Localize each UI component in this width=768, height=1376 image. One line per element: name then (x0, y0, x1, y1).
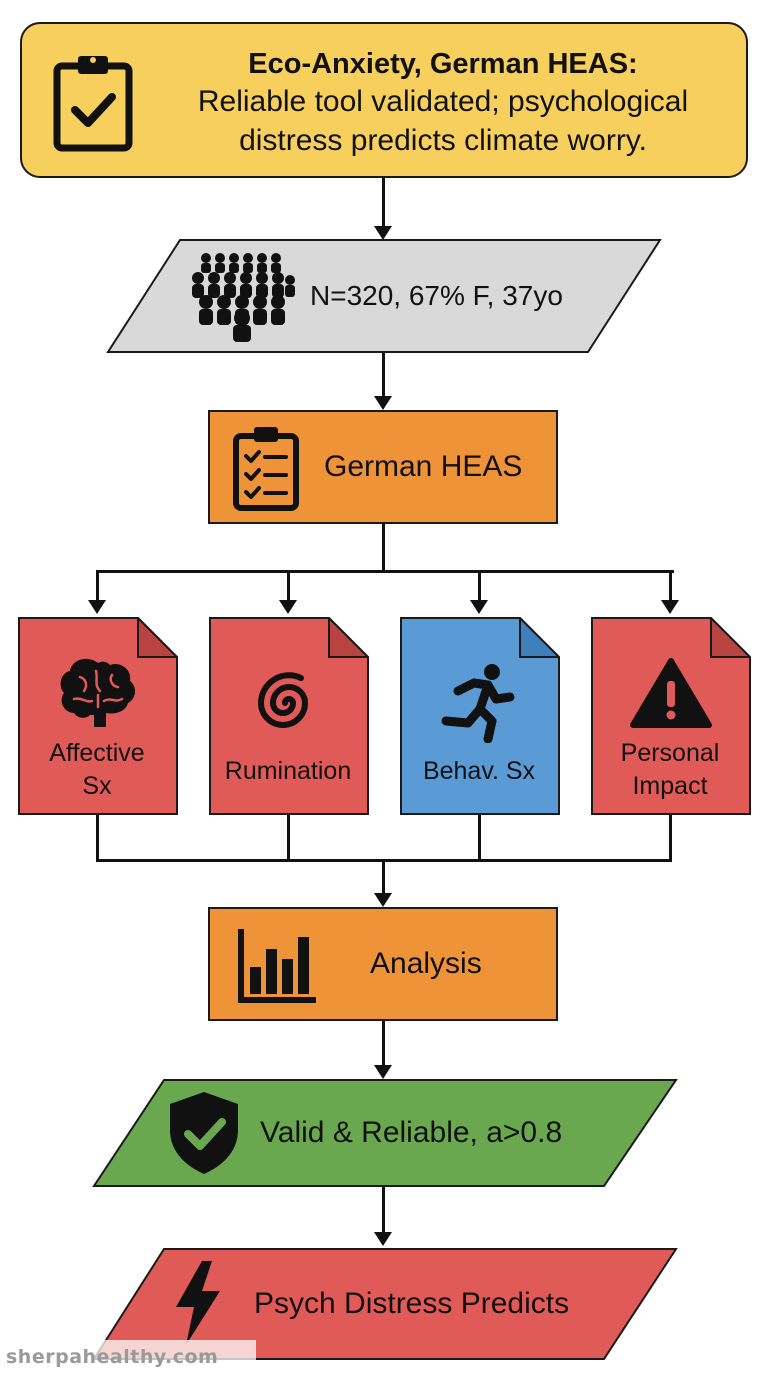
connector-split-bar (96, 570, 674, 573)
subscale-label-line-2: Sx (82, 771, 112, 800)
title-box: Eco-Anxiety, German HEAS: Reliable tool … (20, 22, 748, 178)
analysis-node: Analysis (208, 907, 558, 1021)
arrowhead (374, 893, 392, 907)
sample-label: N=320, 67% F, 37yo (310, 280, 563, 311)
arrowhead (374, 1065, 392, 1079)
connector-validity-predictor (382, 1186, 385, 1234)
subscale-personal-impact: Personal Impact (591, 617, 751, 815)
arrowhead (374, 1232, 392, 1246)
subscale-affective: Affective Sx (18, 617, 178, 815)
arrowhead (88, 600, 106, 614)
validity-node: Valid & Reliable, a>0.8 (92, 1078, 678, 1188)
subscale-label-line-1: Rumination (224, 757, 352, 785)
connector-instrument-split (382, 524, 385, 572)
connector-to-subscale-1 (96, 570, 99, 600)
subscale-label: Rumination (209, 755, 367, 788)
instrument-node: German HEAS (208, 410, 558, 524)
instrument-label: German HEAS (324, 450, 523, 483)
predictor-shape (92, 1248, 678, 1360)
connector-title-sample (382, 178, 385, 228)
crowd-icon (192, 253, 295, 342)
arrowhead (374, 226, 392, 240)
connector-to-subscale-3 (478, 570, 481, 600)
validity-shape (92, 1079, 678, 1187)
title-line-1: Reliable tool validated; psychological (197, 85, 689, 119)
connector-analysis-validity (382, 1019, 385, 1067)
subscale-rumination: Rumination (209, 617, 369, 815)
connector-to-subscale-4 (669, 570, 672, 600)
subscale-label-line-1: Personal (620, 739, 720, 767)
connector-to-subscale-2 (287, 570, 290, 600)
arrowhead (470, 600, 488, 614)
subscale-label-line-2: Impact (632, 771, 708, 800)
arrowhead (374, 396, 392, 410)
connector-from-subscale-3 (478, 813, 481, 861)
clipboard-check-icon (53, 56, 133, 152)
sample-node: N=320, 67% F, 37yo (106, 238, 662, 354)
subscale-label: Behav. Sx (400, 755, 558, 788)
bar-chart-icon (238, 929, 316, 1003)
shield-check-icon (170, 1092, 238, 1174)
brain-icon (60, 658, 136, 727)
connector-from-subscale-2 (287, 813, 290, 861)
arrowhead (279, 600, 297, 614)
warning-icon (630, 658, 712, 728)
connector-merge-analysis (382, 859, 385, 895)
title-line-2: distress predicts climate worry. (239, 123, 647, 157)
running-person-icon (441, 664, 515, 743)
spiral-icon (257, 672, 309, 728)
analysis-label: Analysis (370, 947, 482, 980)
subscale-label: Affective Sx (18, 737, 176, 802)
validity-label: Valid & Reliable, a>0.8 (260, 1116, 563, 1149)
title-heading: Eco-Anxiety, German HEAS: (248, 48, 638, 80)
document-shape (209, 617, 369, 815)
connector-from-subscale-1 (96, 813, 99, 861)
predictor-node: Psych Distress Predicts (92, 1247, 678, 1361)
predictor-label: Psych Distress Predicts (254, 1287, 570, 1320)
lightning-bolt-icon (176, 1261, 220, 1345)
subscale-label-line-1: Affective (49, 739, 145, 767)
subscale-label: Personal Impact (591, 737, 749, 802)
arrowhead (661, 600, 679, 614)
subscale-label-line-1: Behav. Sx (422, 757, 536, 785)
connector-sample-instrument (382, 352, 385, 398)
document-shape (400, 617, 560, 815)
connector-from-subscale-4 (669, 813, 672, 861)
title-text: Eco-Anxiety, German HEAS: Reliable tool … (152, 46, 734, 160)
checklist-clipboard-icon (233, 427, 299, 511)
subscale-behavioral: Behav. Sx (400, 617, 560, 815)
watermark: sherpahealthy.com (0, 1340, 256, 1374)
